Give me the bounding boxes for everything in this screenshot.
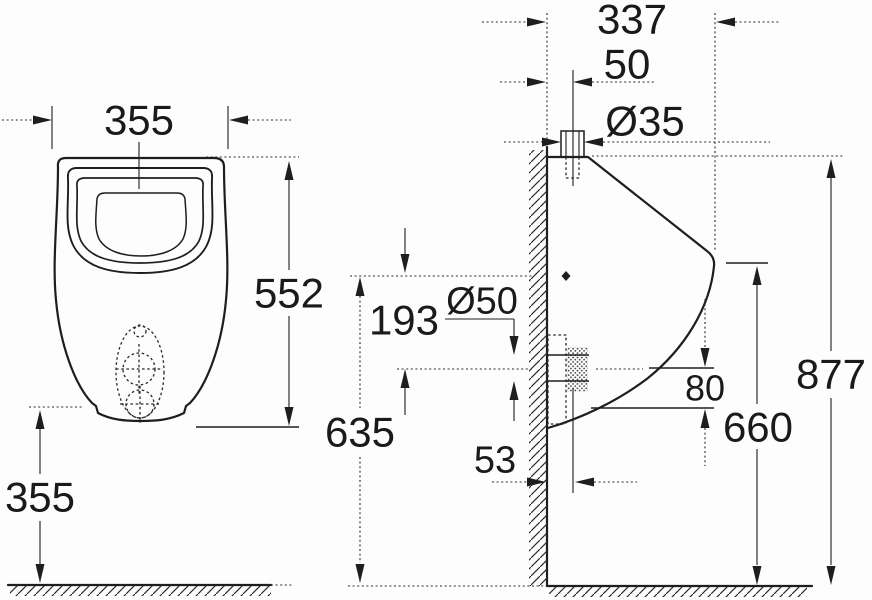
arrow-up [400, 369, 410, 388]
dim-label-ref-to-outlet: 193 [369, 297, 439, 344]
side-view [348, 13, 814, 597]
arrow-right [33, 115, 52, 125]
hidden-trap-detail [115, 324, 165, 423]
bowl-opening [95, 192, 187, 257]
dimension-labels: 355 552 355 337 50 Ø35 Ø50 193 635 53 80… [5, 0, 866, 521]
arrow-up [284, 161, 294, 180]
floor-hatch-front [10, 586, 271, 596]
arrow-left [716, 17, 735, 27]
arrow-right [542, 137, 561, 147]
arrow-left [575, 477, 594, 487]
sensor-diamond [561, 271, 571, 281]
arrow-right [527, 17, 546, 27]
dim-label-lip-height: 660 [723, 404, 793, 451]
arrow-right [527, 77, 546, 87]
inlet-pipe [560, 70, 585, 186]
arrow-up [509, 381, 519, 400]
rim-inner-ring [75, 177, 205, 264]
dim-label-outlet-diameter: Ø50 [446, 280, 518, 322]
arrow-up [35, 410, 45, 429]
arrow-down [400, 254, 410, 273]
arrow-down [284, 407, 294, 426]
wall-hatch [529, 150, 547, 586]
arrow-down [826, 566, 836, 585]
rim-outer-ring [66, 167, 214, 274]
arrow-up [700, 409, 710, 428]
arrow-up [752, 266, 762, 285]
arrow-up [355, 277, 365, 296]
side-view-dimensions [350, 13, 843, 585]
arrow-left [573, 77, 592, 87]
front-view [6, 142, 292, 596]
dim-label-inlet-offset: 50 [604, 41, 651, 88]
dim-label-front-width: 355 [104, 97, 174, 144]
arrow-up [826, 159, 836, 178]
outlet-assembly [397, 334, 643, 425]
arrow-down [752, 566, 762, 585]
arrow-left [229, 115, 248, 125]
arrow-down [509, 336, 519, 355]
arrow-right [527, 477, 546, 487]
arrow-down [700, 348, 710, 367]
dim-label-outlet-wall-offset: 53 [474, 439, 516, 481]
front-view-dimensions [2, 106, 299, 583]
floor-hatch-side [549, 587, 807, 597]
arrow-left [584, 137, 603, 147]
dim-label-depth: 337 [597, 0, 667, 43]
urinal-body-outline [53, 156, 229, 423]
dim-label-outlet-to-lip: 80 [685, 368, 725, 409]
arrow-down [35, 564, 45, 583]
dim-label-front-height: 552 [254, 270, 324, 317]
dim-label-outlet-height: 635 [325, 409, 395, 456]
arrow-down [355, 564, 365, 583]
dim-label-inlet-diameter: Ø35 [605, 98, 684, 145]
dim-label-total-height: 877 [796, 351, 866, 398]
dim-label-floor-clearance: 355 [5, 474, 75, 521]
